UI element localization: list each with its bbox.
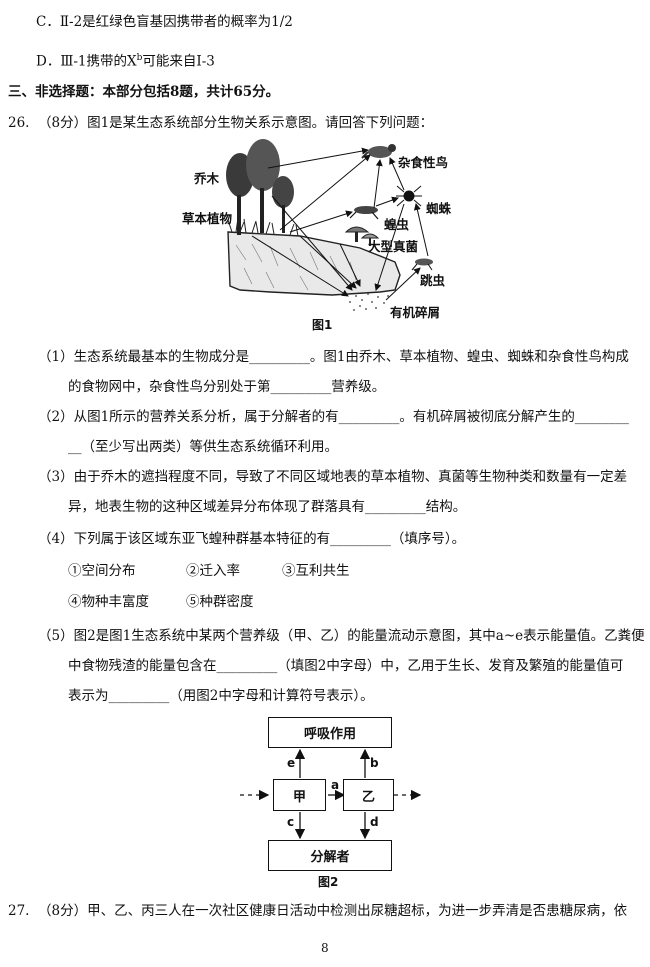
option-d-post: 可能来自Ⅰ-3: [142, 53, 215, 70]
q27-number: 27.: [8, 903, 30, 919]
label-springtail: 跳虫: [420, 273, 446, 288]
option-d-pre: D．Ⅲ-1携带的X: [36, 53, 137, 70]
grass-icon: [227, 217, 299, 237]
q5-line-a: （5）图2是图1生态系统中某两个营养级（甲、乙）的能量流动示意图，其中a~e表示…: [38, 628, 645, 644]
q2-line-a: （2）从图1所示的营养关系分析，属于分解者的有_________。有机碎屑被彻底…: [38, 409, 629, 425]
label-grass: 草本植物: [182, 211, 233, 226]
q4-option-2: ②迁入率: [186, 563, 240, 579]
q27-text: （8分）甲、乙、丙三人在一次社区健康日活动中检测出尿糖超标，为进一步弄清是否患糖…: [38, 903, 628, 919]
q3-line-a: （3）由于乔木的遮挡程度不同，导致了不同区域地表的草本植物、真菌等生物种类和数量…: [38, 469, 628, 485]
q5-line-c: 表示为_________（用图2中字母和计算符号表示）。: [68, 688, 374, 704]
figure-1-caption: 图1: [312, 318, 333, 332]
detritus-icon: [349, 293, 389, 311]
label-spider: 蜘蛛: [426, 201, 452, 216]
q2-line-b: __（至少写出两类）等供生态系统循环利用。: [68, 439, 338, 455]
label-fungi: 大型真菌: [368, 239, 419, 254]
option-d-sup: b: [136, 53, 143, 63]
page-number: 8: [321, 941, 329, 955]
q4-option-3: ③互利共生: [282, 563, 350, 579]
q26-intro: （8分）图1是某生态系统部分生物关系示意图。请回答下列问题：: [38, 115, 434, 131]
spider-icon: [396, 185, 422, 207]
box-yi: 乙: [343, 779, 394, 811]
q1-line-b: 的食物网中，杂食性鸟分别处于第_________营养级。: [68, 379, 386, 395]
q4-option-5: ⑤种群密度: [186, 594, 254, 610]
tree-icon: [226, 139, 294, 235]
q5-line-b: 中食物残渣的能量包含在_________（填图2中字母）中，乙用于生长、发育及繁…: [68, 658, 624, 674]
option-c: C．Ⅱ-2是红绿色盲基因携带者的概率为1/2: [36, 14, 293, 30]
label-locust: 蝗虫: [384, 217, 410, 232]
q1-line-a: （1）生态系统最基本的生物成分是_________。图1由乔木、草本植物、蝗虫、…: [38, 349, 629, 365]
q4-option-1: ①空间分布: [68, 563, 136, 579]
section-heading: 三、非选择题：本部分包括8题，共计65分。: [8, 84, 280, 100]
flow-label-c: c: [287, 815, 295, 829]
flow-label-a: a: [331, 778, 340, 792]
label-tree: 乔木: [194, 171, 220, 186]
fungi-icon: [344, 226, 380, 246]
box-jia: 甲: [273, 779, 326, 811]
flow-label-b: b: [370, 756, 379, 770]
label-bird: 杂食性鸟: [398, 155, 449, 170]
q4-option-4: ④物种丰富度: [68, 594, 149, 610]
flow-label-d: d: [370, 815, 379, 829]
label-detritus: 有机碎屑: [390, 305, 441, 320]
figure-2-caption: 图2: [318, 875, 339, 889]
food-web-arrows: [251, 147, 429, 301]
flow-label-e: e: [287, 756, 296, 770]
q4-line: （4）下列属于该区域东亚飞蝗种群基本特征的有_________（填序号）。: [38, 531, 466, 547]
box-decomposer: 分解者: [268, 840, 392, 871]
box-respiration: 呼吸作用: [268, 717, 392, 748]
q26-number: 26.: [8, 115, 30, 131]
option-d: D．Ⅲ-1携带的Xb可能来自Ⅰ-3: [36, 48, 215, 72]
q3-line-b: 异，地表生物的这种区域差异分布体现了群落具有_________结构。: [68, 499, 467, 515]
springtail-icon: [411, 258, 433, 271]
